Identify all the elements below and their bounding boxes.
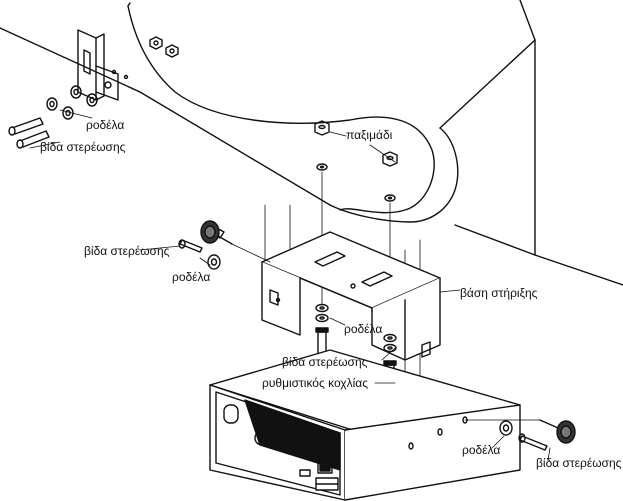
label-screw-top-left: βίδα στερέωσης [40,140,126,154]
label-mount-base: βάση στήριξης [460,286,538,300]
right-fasteners [464,419,576,451]
label-nut-top: παξιμάδι [346,128,393,142]
label-washer-top-left: ροδέλα [86,118,125,132]
leader-lines [29,109,551,461]
radio-unit [209,349,521,501]
side-bracket [77,29,129,101]
label-washer-mid-left: ροδέλα [172,270,211,284]
nuts-center [314,120,398,202]
radio-side-holes [408,416,468,450]
bracket-washers [315,303,397,353]
dashboard-surface [0,0,623,286]
label-screw-mid-left: βίδα στερέωσης [84,244,170,258]
label-adjust-knob: ρυθμιστικός κοχλίας [262,376,368,390]
mount-base-bracket [261,231,441,361]
label-screw-center: βίδα στερέωσης [282,355,368,369]
label-washer-center: ροδέλα [344,322,383,336]
label-screw-right: βίδα στερέωσης [536,456,622,470]
label-washer-right: ροδέλα [462,443,501,457]
mid-left-fasteners [178,220,271,270]
top-left-fasteners [8,85,98,149]
nuts-top-left [149,36,179,58]
